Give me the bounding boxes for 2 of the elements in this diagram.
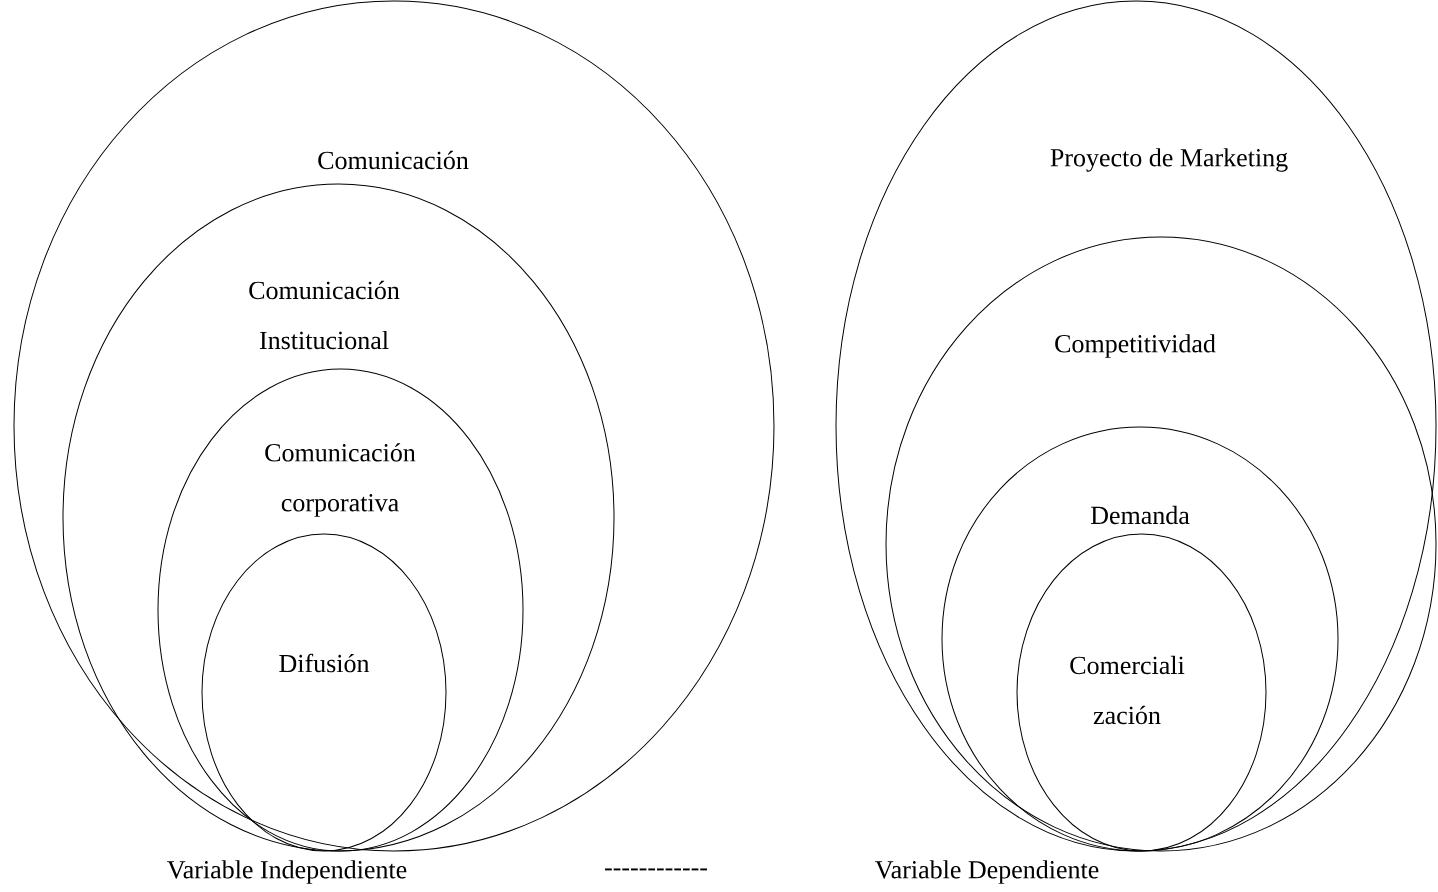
caption: Variable Dependiente bbox=[875, 860, 1099, 884]
caption: ------------ bbox=[605, 868, 707, 871]
